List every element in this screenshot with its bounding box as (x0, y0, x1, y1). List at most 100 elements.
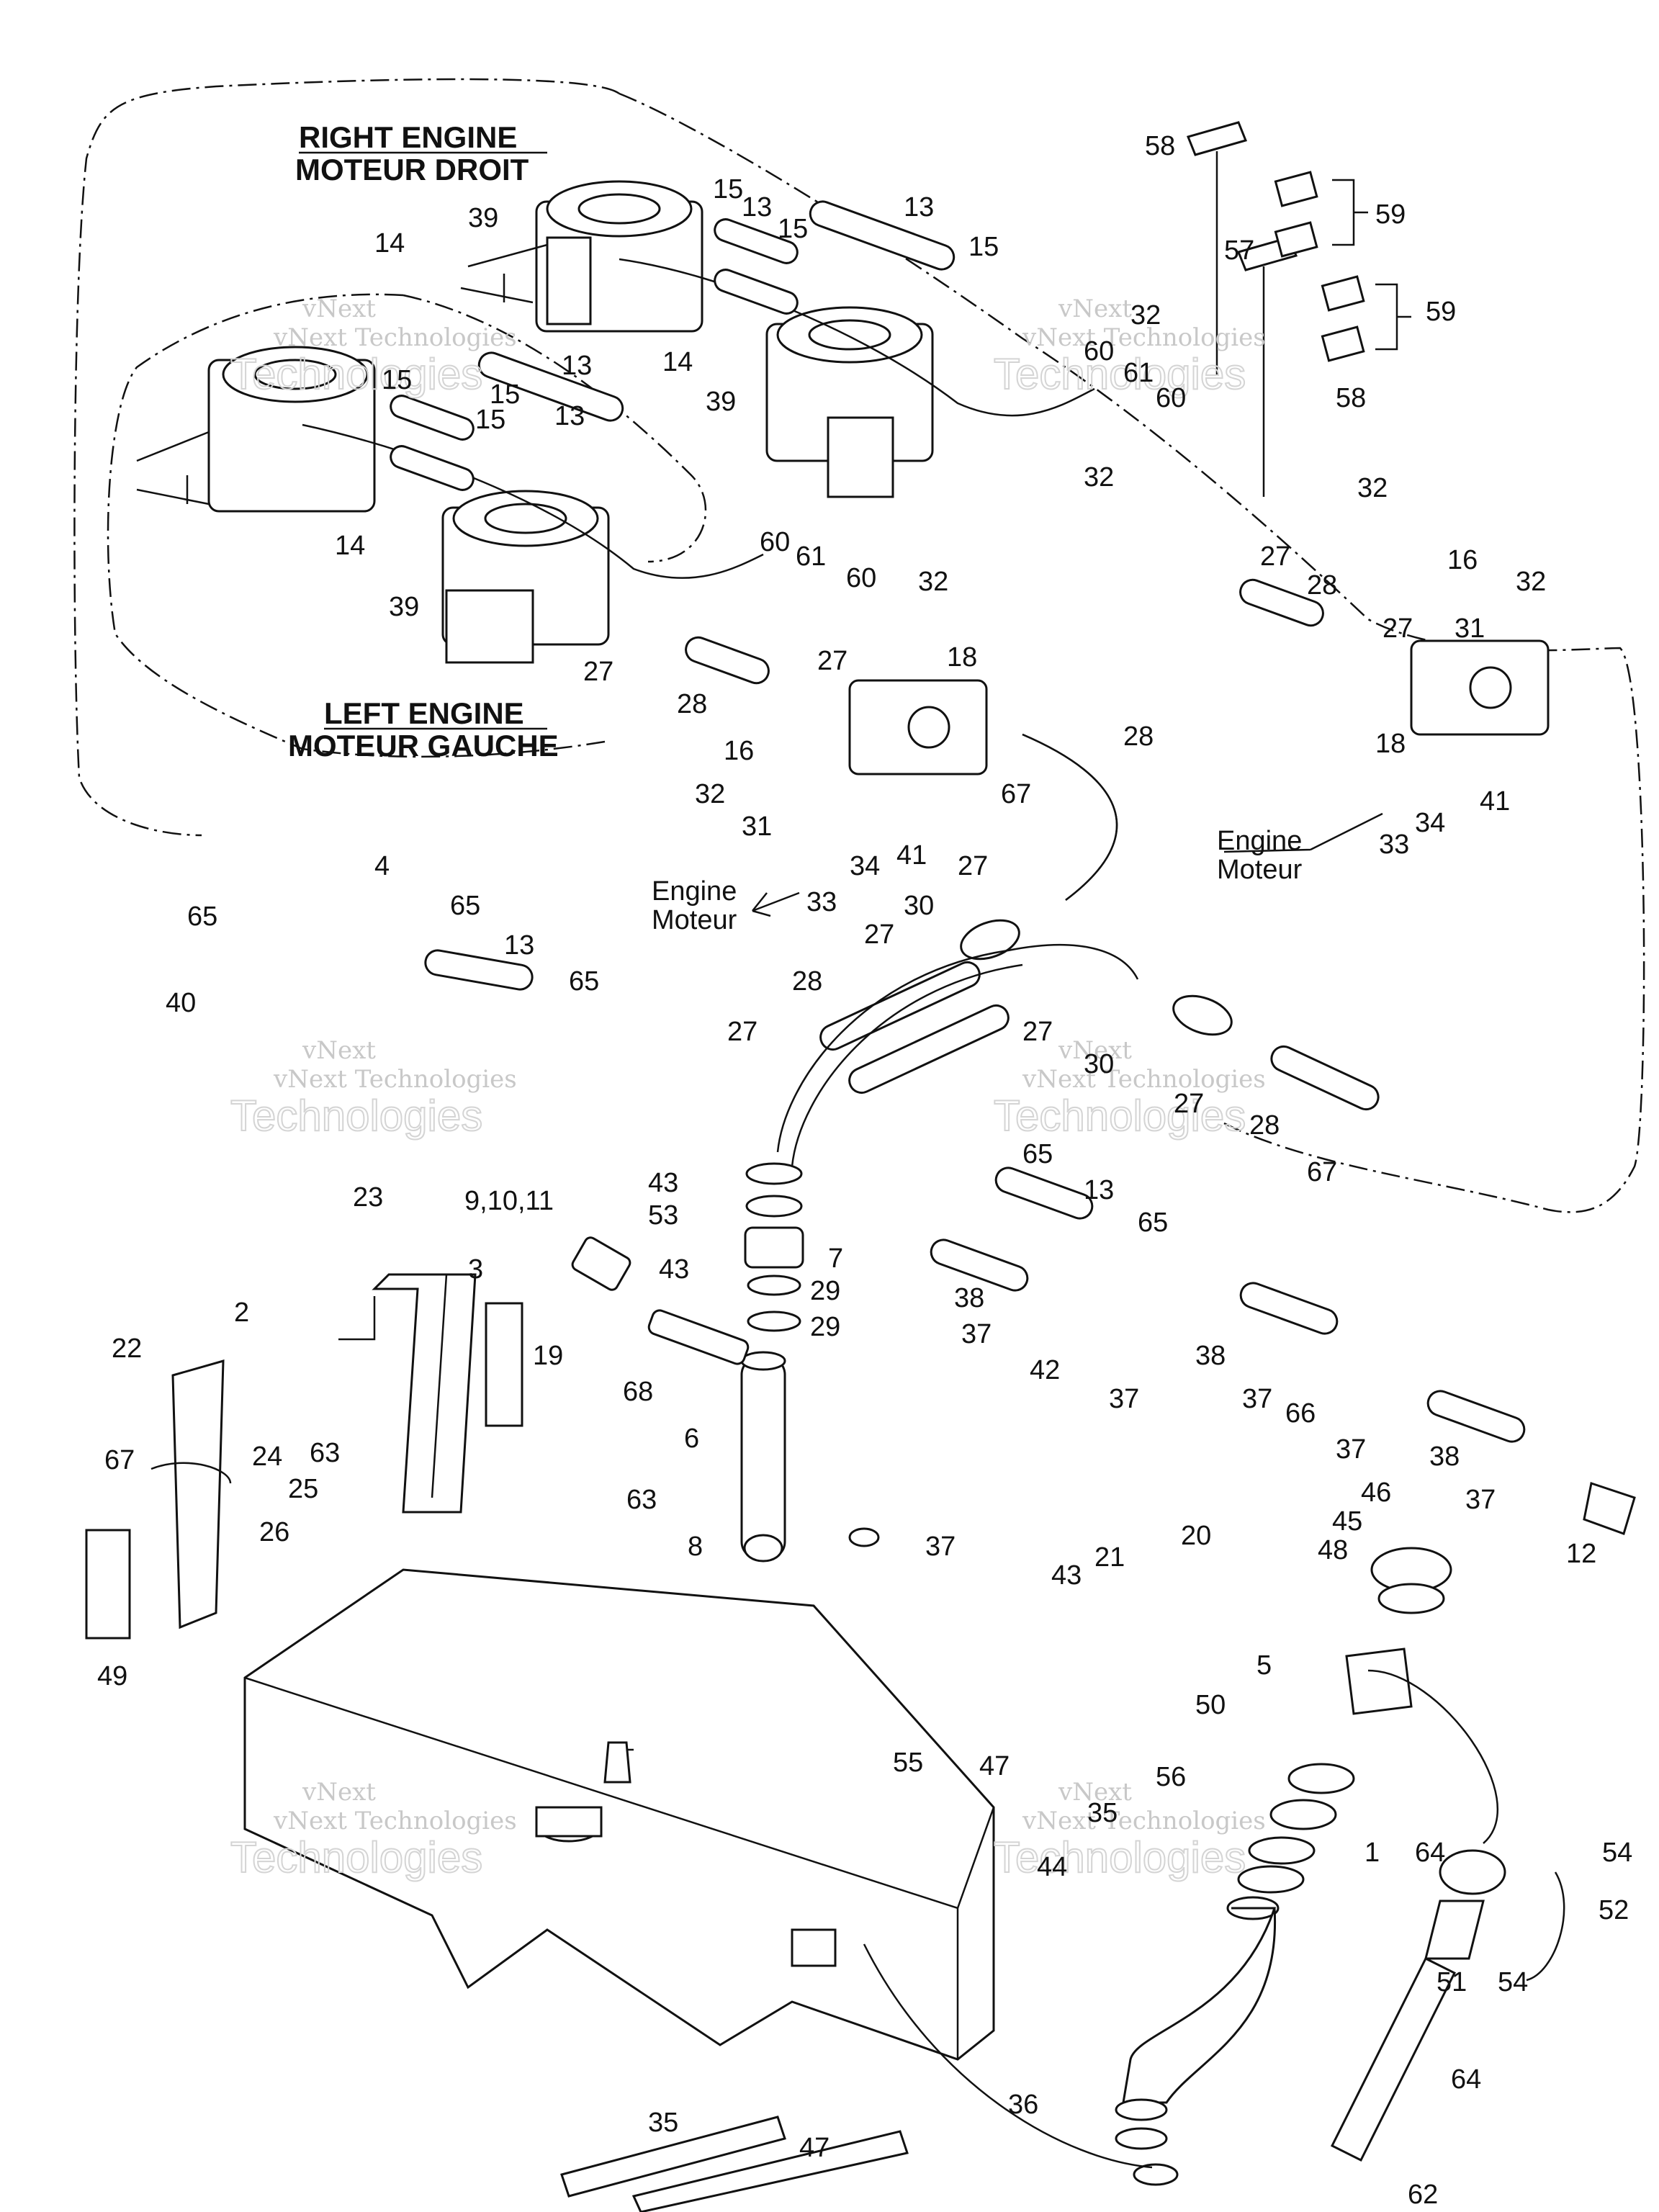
callout-number: 13 (562, 351, 592, 381)
callout-number: 3 (468, 1254, 483, 1285)
right-engine-boundary (619, 92, 1645, 1213)
callout-number: 32 (1084, 462, 1114, 493)
fuel-filters-and-lines (424, 733, 1526, 1443)
callout-number: 60 (1156, 383, 1186, 413)
callout-number: 27 (727, 1017, 757, 1047)
callout-number: 41 (1480, 786, 1510, 817)
callout-number: 14 (374, 228, 405, 258)
callout-number: 7 (828, 1244, 843, 1274)
svg-text:vNext: vNext (1058, 295, 1132, 323)
right-engine-title-fr: MOTEUR DROIT (295, 153, 529, 186)
callout-number: 8 (688, 1532, 703, 1562)
callout-number: 60 (846, 563, 876, 593)
callout-number: 15 (382, 365, 412, 395)
callout-number: 28 (1123, 721, 1154, 752)
tank-straps (560, 2116, 909, 2212)
callout-number: 61 (796, 541, 826, 572)
tank-brackets (85, 1273, 880, 1640)
callout-number: 27 (1022, 1017, 1053, 1047)
callout-number: 28 (1307, 570, 1337, 601)
callout-number: 9,10,11 (464, 1186, 554, 1216)
callout-number: 27 (1382, 613, 1413, 644)
callout-number: 38 (954, 1283, 984, 1313)
svg-text:Technologies: Technologies (230, 1833, 482, 1881)
callout-number: 19 (533, 1341, 563, 1371)
callout-number: 30 (1084, 1049, 1114, 1079)
callout-number: 34 (1415, 808, 1445, 838)
callout-number: 14 (662, 347, 693, 377)
callout-number: 14 (335, 531, 365, 561)
callout-number: 64 (1415, 1838, 1445, 1868)
callout-number: 67 (1001, 779, 1031, 809)
callout-number: 65 (187, 902, 217, 932)
svg-text:Technologies: Technologies (994, 350, 1246, 398)
callout-number: 28 (1249, 1110, 1280, 1141)
callout-number: 60 (760, 527, 790, 557)
svg-text:vNext: vNext (1058, 1036, 1132, 1065)
callout-number: 59 (1375, 199, 1406, 230)
callout-number: 26 (259, 1517, 289, 1547)
callout-number: 35 (1087, 1798, 1118, 1828)
callout-number: 39 (389, 592, 419, 622)
callout-number: 21 (1094, 1542, 1125, 1573)
svg-text:vNext Technologies: vNext Technologies (1022, 323, 1266, 352)
callout-number: 49 (97, 1661, 127, 1691)
callout-number: 33 (806, 887, 837, 917)
callout-number: 27 (583, 657, 613, 687)
svg-text:vNext: vNext (302, 1778, 376, 1807)
callout-number: 43 (648, 1168, 678, 1198)
callout-number: 35 (648, 2108, 678, 2138)
callout-number: 37 (1336, 1434, 1366, 1465)
svg-text:vNext: vNext (1058, 1778, 1132, 1807)
callout-number: 27 (1174, 1089, 1204, 1119)
callout-number: 38 (1195, 1341, 1226, 1371)
callout-number: 32 (1130, 300, 1161, 331)
callout-number: 47 (979, 1751, 1010, 1781)
callout-number: 12 (1566, 1539, 1596, 1569)
svg-text:vNext Technologies: vNext Technologies (273, 1065, 517, 1094)
callout-number: 52 (1599, 1895, 1629, 1925)
callout-number: 15 (968, 232, 999, 262)
callout-number: 15 (475, 405, 505, 435)
callout-number: 37 (961, 1319, 992, 1349)
left-engine-carburetors (136, 346, 764, 664)
svg-text:Technologies: Technologies (230, 350, 482, 398)
callout-number: 13 (742, 192, 772, 222)
callout-number: 65 (1138, 1208, 1168, 1238)
callout-number: 27 (958, 851, 988, 881)
engine-label-right-fr: Moteur (1217, 855, 1303, 885)
callout-number: 65 (450, 891, 480, 921)
callout-number: 67 (1307, 1157, 1337, 1187)
svg-text:vNext Technologies: vNext Technologies (1022, 1065, 1266, 1094)
callout-number: 29 (810, 1276, 840, 1306)
callout-number: 55 (893, 1748, 923, 1778)
callout-number: 15 (778, 214, 808, 244)
callout-number: 41 (896, 840, 927, 871)
callout-number: 44 (1037, 1852, 1067, 1882)
callout-number: 2 (234, 1298, 249, 1328)
callout-number: 23 (353, 1182, 383, 1213)
fuel-pumps (848, 639, 1550, 775)
outer-left-boundary (73, 78, 620, 837)
carb-connection-hoses (390, 200, 1324, 685)
callout-number: 37 (1242, 1384, 1272, 1414)
primer-cables (1186, 121, 1411, 497)
callout-number: 46 (1361, 1478, 1391, 1508)
callout-number: 6 (684, 1424, 699, 1454)
callout-number: 15 (713, 174, 743, 204)
callout-number: 50 (1195, 1690, 1226, 1720)
callout-number: 32 (918, 567, 948, 597)
callout-number: 27 (817, 646, 848, 676)
callout-number: 28 (677, 689, 707, 719)
right-engine-title-en: RIGHT ENGINE (299, 120, 517, 154)
svg-text:vNext Technologies: vNext Technologies (1022, 1807, 1266, 1835)
callout-number: 32 (1516, 567, 1546, 597)
callout-number: 58 (1336, 383, 1366, 413)
callout-number: 28 (792, 966, 822, 997)
callout-number: 13 (1084, 1175, 1114, 1205)
callout-number: 51 (1437, 1967, 1467, 1997)
callout-number: 34 (850, 851, 880, 881)
callout-number: 64 (1451, 2064, 1481, 2095)
callout-number: 66 (1285, 1398, 1316, 1429)
